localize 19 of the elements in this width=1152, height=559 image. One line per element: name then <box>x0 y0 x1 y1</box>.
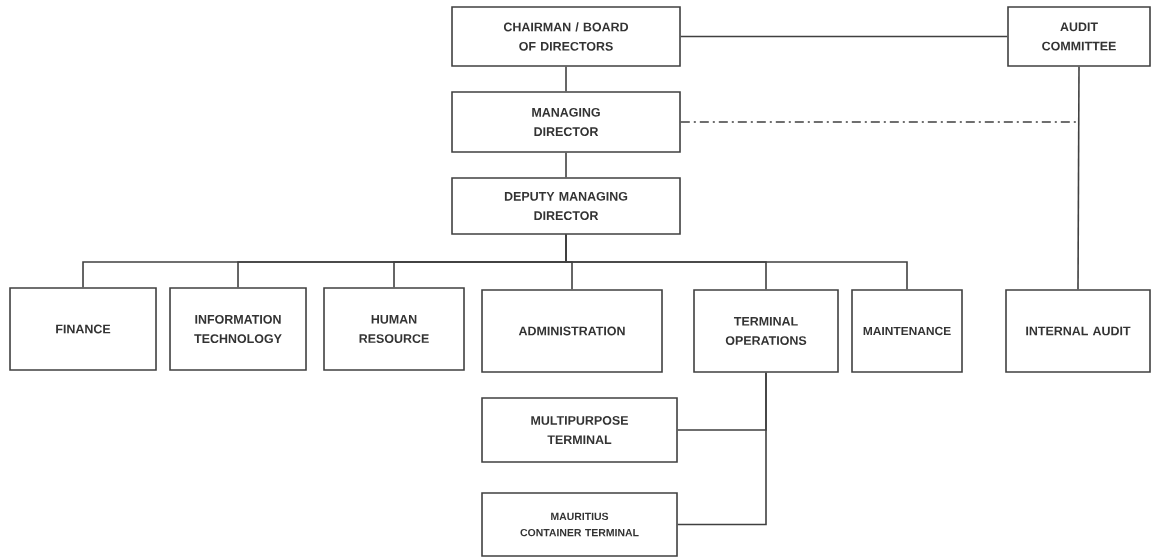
org-box: ADMINISTRATION <box>481 289 663 373</box>
connector-line <box>677 372 767 526</box>
connector-line <box>565 234 908 290</box>
connector-line <box>1077 66 1080 290</box>
org-box: DEPUTY MANAGING DIRECTOR <box>451 177 681 235</box>
org-box: CHAIRMAN / BOARD OF DIRECTORS <box>451 6 681 67</box>
connector-line <box>565 66 567 92</box>
org-box: INTERNAL AUDIT <box>1005 289 1151 373</box>
connector-line <box>680 35 1008 38</box>
connector-line <box>565 152 567 178</box>
org-box: MAINTENANCE <box>851 289 963 373</box>
org-box: FINANCE <box>9 287 157 371</box>
org-box: MULTIPURPOSE TERMINAL <box>481 397 678 463</box>
org-box: INFORMATION TECHNOLOGY <box>169 287 307 371</box>
org-box: MANAGING DIRECTOR <box>451 91 681 153</box>
org-box: TERMINAL OPERATIONS <box>693 289 839 373</box>
org-box: MAURITIUS CONTAINER TERMINAL <box>481 492 678 557</box>
org-box: AUDIT COMMITTEE <box>1007 6 1151 67</box>
org-box: HUMAN RESOURCE <box>323 287 465 371</box>
